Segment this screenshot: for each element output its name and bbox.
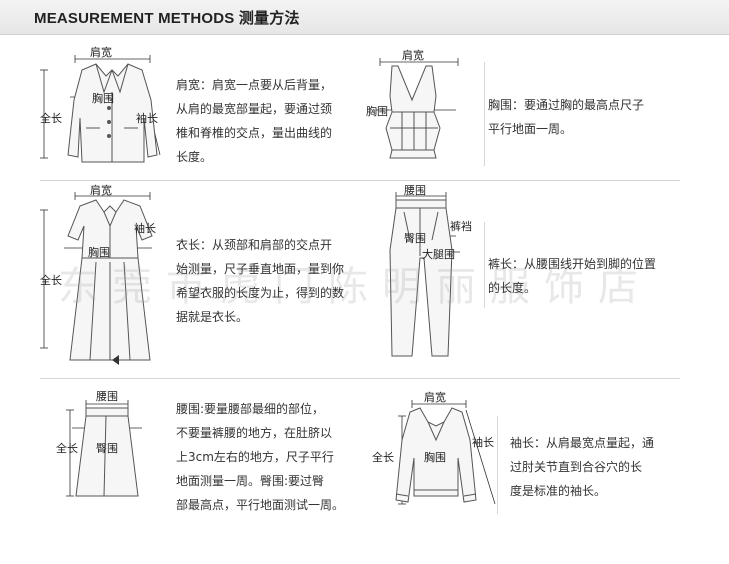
header-bar: MEASUREMENT METHODS 测量方法 [0,0,729,35]
sweater-length-label: 全长 [372,451,394,464]
description-line: 肩宽：肩宽一点要从后背量， [176,78,333,92]
description-line: 过肘关节直到合谷穴的长 [510,460,643,474]
jacket-chest-label: 胸围 [92,92,114,105]
sweater-sleeve-label: 袖长 [472,436,494,449]
pants-illustration [389,199,453,357]
page-title: MEASUREMENT METHODS 测量方法 [34,10,300,27]
skirt-waist-label: 腰围 [96,390,118,403]
column-divider [497,416,498,514]
vest-illustration [385,65,441,159]
triangle-marker-icon [112,355,119,365]
sweater-shoulder-label: 肩宽 [424,391,446,404]
description-line: 平行地面一周。 [488,122,573,136]
sweater-illustration [395,407,477,503]
dress-illustration [67,199,153,361]
skirt-illustration [75,407,139,497]
dress-shoulder-label: 肩宽 [90,184,112,197]
skirt-hip-label: 臀围 [96,442,118,455]
pants-waist-label: 腰围 [404,184,426,197]
jacket-length-label: 全长 [40,112,62,125]
row-divider [40,378,680,379]
description-line: 椎和脊椎的交点，量出曲线的 [176,126,333,140]
description-line: 地面测量一周。臀围:要过臀 [176,474,325,488]
pants-thigh-label: 大腿围 [422,248,455,261]
description-line: 度是标准的袖长。 [510,484,607,498]
description-line: 长度。 [176,150,213,164]
description-line: 衣长：从颈部和肩部的交点开 [176,238,333,252]
description-line: 腰围:要量腰部最细的部位， [176,402,325,416]
description-line: 部最高点，平行地面测试一周。 [176,498,345,512]
dress-chest-label: 胸围 [88,246,110,259]
description-line: 据就是衣长。 [176,310,249,324]
description-line: 袖长：从肩最宽点量起，通 [510,436,655,450]
description-line: 上3cm左右的地方，尺子平行 [176,450,334,464]
jacket-sleeve-label: 袖长 [136,112,158,125]
jacket-illustration [67,63,158,163]
description-line: 胸围：要通过胸的最高点尺子 [488,98,645,112]
vest-chest-label: 胸围 [366,105,388,118]
dress-length-label: 全长 [40,274,62,287]
jacket-shoulder-label: 肩宽 [90,46,112,59]
description-line: 从肩的最宽部量起，要通过颈 [176,102,333,116]
description-line: 裤长：从腰围线开始到脚的位置 [488,257,657,271]
watermark-text: 东莞市虎门陈明丽服饰店 [58,264,652,310]
vest-shoulder-label: 肩宽 [402,49,424,62]
description-line: 始测量，尺子垂直地面，量到你 [176,262,345,276]
pants-hip-label: 臀围 [404,232,426,245]
skirt-length-label: 全长 [56,442,78,455]
pants-crotch-label: 裤裆 [450,220,472,233]
sweater-chest-label: 胸围 [424,451,446,464]
column-divider [484,62,485,166]
column-divider [484,222,485,308]
description-line: 的长度。 [488,281,537,295]
description-line: 不要量裤腰的地方，在肚脐以 [176,426,333,440]
dress-sleeve-label: 袖长 [134,222,156,235]
row-divider [40,180,680,181]
description-line: 希望衣服的长度为止，得到的数 [176,286,345,300]
